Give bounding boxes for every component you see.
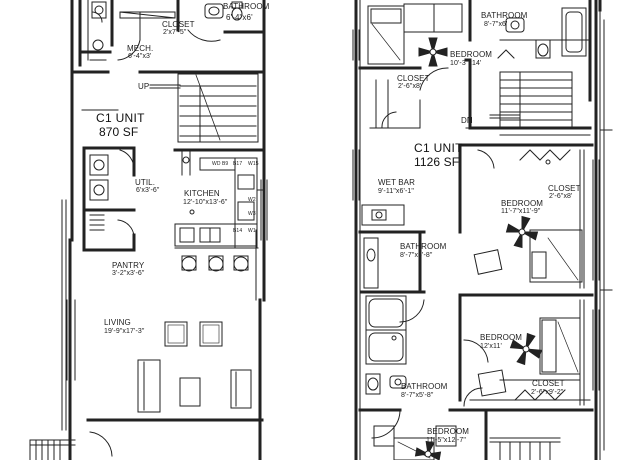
wet-bar-dim: 9'-11"x6'-1" xyxy=(378,188,414,195)
closet-label: CLOSET xyxy=(162,20,195,29)
left-bath-fixtures xyxy=(91,1,243,51)
bathroom-mid-dim: 8'-7"x5'-8" xyxy=(400,252,433,259)
bedroom-bottom-dim: 11'-5"x12'-7" xyxy=(426,437,466,444)
bathroom-low-label: BATHROOM xyxy=(401,382,448,391)
bathroom-top-dim: 8'-7"x6' xyxy=(484,21,508,28)
right-mid-bedroom-furniture xyxy=(473,229,583,283)
closet-top-label: CLOSET xyxy=(397,74,430,83)
right-top-bath xyxy=(505,7,587,59)
light-fixture-icon xyxy=(189,159,551,341)
bedroom-mid-dim: 11'-7"x11'-9" xyxy=(501,208,541,215)
closet-dim: 2'x7'-5" xyxy=(163,29,187,36)
ceiling-fan-icon xyxy=(414,37,543,460)
stair-up-label: UP xyxy=(138,82,150,91)
mech-label: MECH. xyxy=(127,44,154,53)
window-marks xyxy=(66,29,600,391)
left-stair xyxy=(149,73,259,143)
bedroom-mid-label: BEDROOM xyxy=(501,199,544,208)
left-unit-walls xyxy=(68,0,266,460)
right-unit-title: C1 UNIT xyxy=(414,141,463,155)
appliance-tag: W1 xyxy=(248,228,256,234)
appliance-tag: W2 xyxy=(248,197,256,203)
util-dim: 6'x3'-6" xyxy=(136,187,160,194)
bedroom-top-label: BEDROOM xyxy=(450,50,493,59)
bathroom-mid-label: BATHROOM xyxy=(400,242,447,251)
right-deck xyxy=(489,19,613,460)
appliance-tag: B17 xyxy=(233,161,243,167)
bathroom-top-label: BATHROOM xyxy=(481,11,528,20)
right-bottom-bedroom-furniture xyxy=(373,425,457,460)
kitchen-fixtures xyxy=(174,149,259,272)
closet-top-dim: 2'-6"x8' xyxy=(398,83,422,90)
right-top-bedroom-furniture xyxy=(367,3,463,65)
appliance-tag: B9 xyxy=(222,161,229,167)
closet-low-dim: 2'-6"x9'-2" xyxy=(531,389,564,396)
closet-mid-dim: 2'-6"x8' xyxy=(549,193,573,200)
right-unit-thin-lines xyxy=(359,0,601,460)
living-dim: 19'-9"x17'-3" xyxy=(104,328,145,335)
bedroom-low-dim: 12'x11' xyxy=(480,343,502,350)
kitchen-label: KITCHEN xyxy=(184,189,220,198)
left-unit-thin-lines xyxy=(29,0,263,460)
bathroom-label: BATHROOM xyxy=(223,2,270,11)
bedroom-low-label: BEDROOM xyxy=(480,333,523,342)
living-furniture xyxy=(137,321,252,413)
wet-bar-label: WET BAR xyxy=(378,178,416,187)
appliance-tag: WD xyxy=(212,161,221,167)
right-low-bedroom-furniture xyxy=(477,317,581,397)
wet-bar-fixtures xyxy=(361,204,405,226)
pantry-dim: 3'-2"x3'-6" xyxy=(112,270,145,277)
right-unit-walls xyxy=(354,0,602,460)
right-mid-baths xyxy=(363,237,407,395)
right-stair xyxy=(489,71,573,129)
living-label: LIVING xyxy=(104,318,131,327)
closet-low-label: CLOSET xyxy=(532,379,565,388)
bathroom-low-dim: 8'-7"x5'-8" xyxy=(401,392,434,399)
pantry-label: PANTRY xyxy=(112,261,145,270)
left-unit-area: 870 SF xyxy=(99,125,139,139)
utility-fixtures xyxy=(89,154,109,231)
appliance-tag: B14 xyxy=(233,228,243,234)
mech-dim: 6'-4"x3' xyxy=(128,53,152,60)
util-label: UTIL. xyxy=(135,178,156,187)
stair-dn-label: DN xyxy=(461,116,473,125)
closet-mid-label: CLOSET xyxy=(548,184,581,193)
bedroom-top-dim: 10'-3"x14' xyxy=(450,60,482,67)
appliance-tag: W15 xyxy=(248,161,259,167)
appliance-tag: W3 xyxy=(248,211,256,217)
left-unit-title: C1 UNIT xyxy=(96,111,145,125)
bedroom-bottom-label: BEDROOM xyxy=(427,427,470,436)
kitchen-dim: 12'-10"x13'-6" xyxy=(183,199,228,206)
bathroom-dim: 6'-4"x6' xyxy=(226,13,253,22)
right-unit-area: 1126 SF xyxy=(414,155,460,169)
